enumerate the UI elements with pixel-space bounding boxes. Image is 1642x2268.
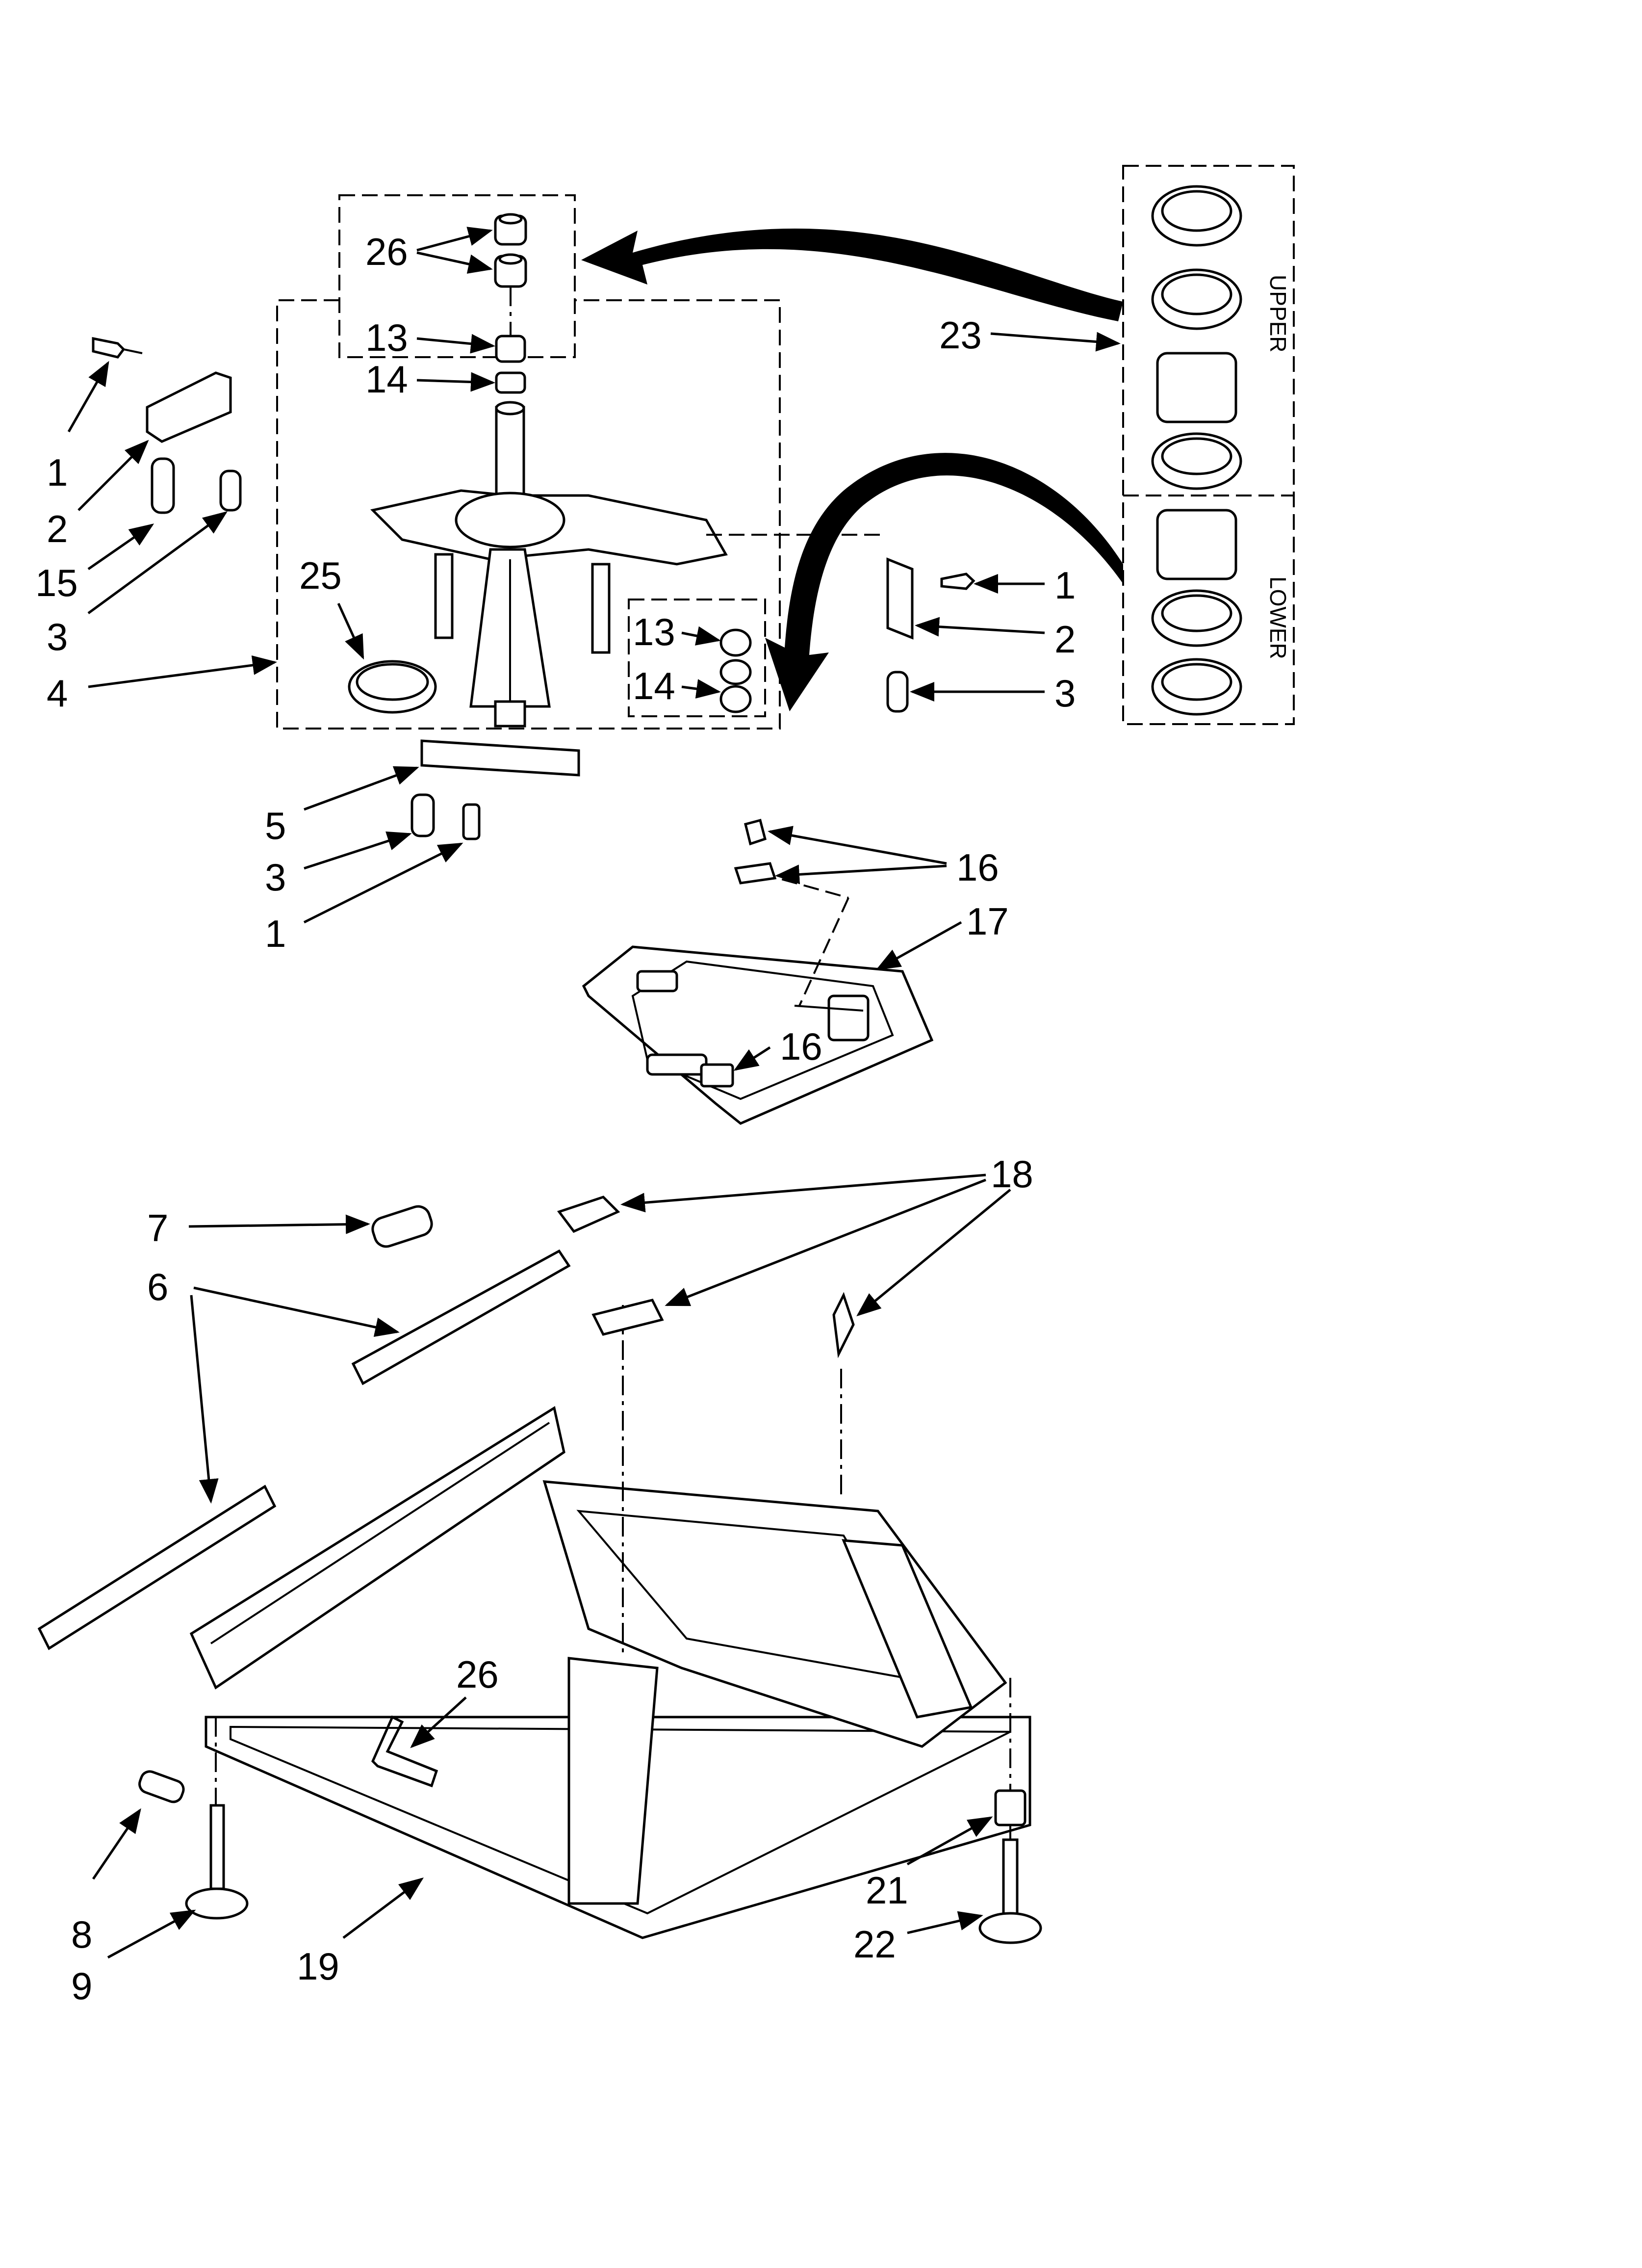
pin-8 [138, 1770, 185, 1803]
rail-6-lower [37, 1485, 277, 1650]
kit-lower-label: LOWER [1265, 576, 1291, 659]
callout-26: 26 [456, 1653, 499, 1696]
callout-23: 26 [365, 230, 408, 273]
clip-16-top [744, 818, 767, 846]
callout-18: 18 [991, 1152, 1033, 1196]
group-box-4 [276, 299, 781, 730]
screw-1-right [940, 573, 975, 590]
callout-3-left: 3 [47, 615, 68, 658]
callout-17: 17 [966, 900, 1009, 943]
foot-9 [185, 1804, 249, 1920]
callout-21: 21 [866, 1869, 908, 1912]
kit-arrow-lower [765, 453, 1123, 711]
center-shaft [495, 401, 525, 507]
clip-16-lower [700, 1063, 734, 1088]
callout-14-upper: 14 [365, 358, 408, 401]
callout-6: 6 [147, 1265, 168, 1308]
spring-3-right [886, 671, 909, 713]
pad-18-c [832, 1292, 855, 1358]
rail-6-upper [351, 1249, 571, 1385]
kit-arrow-upper [581, 228, 1123, 321]
spring-3-left [219, 469, 242, 512]
callout-1-left-top: 1 [47, 451, 68, 494]
callout-8: 8 [71, 1913, 92, 1956]
kit-lower-parts [1151, 509, 1242, 716]
group-box-13-14-lower [628, 599, 766, 717]
callout-3-right: 3 [1054, 672, 1076, 715]
group-box-23-14 [338, 194, 576, 358]
spring-15 [151, 457, 175, 514]
pad-18-a [557, 1196, 620, 1233]
callout-2-left: 2 [47, 507, 68, 550]
callout-5: 5 [265, 804, 286, 847]
callout-14-lower: 14 [633, 664, 675, 707]
pad-18-b [591, 1299, 664, 1336]
bearing-kit-24: UPPER LOWER [581, 165, 1295, 725]
callout-1-right: 1 [1054, 564, 1076, 607]
kit-box [1122, 165, 1295, 725]
callout-9: 9 [71, 1964, 92, 2007]
bushing-13-lower [719, 628, 752, 657]
bracket-2-right [886, 557, 914, 640]
callout-1-bottom: 1 [265, 912, 286, 955]
callout-22: 22 [853, 1923, 896, 1966]
seal-ring-25 [348, 660, 437, 714]
suspension-base-4 [370, 489, 883, 728]
washer-14-lower [719, 659, 752, 713]
spring-7 [371, 1205, 433, 1248]
clip-16-middle [734, 862, 777, 885]
callout-16-lower: 16 [780, 1025, 822, 1068]
callout-7: 7 [147, 1206, 168, 1250]
screw-1-left-top [92, 337, 143, 359]
callout-13-upper: 13 [365, 316, 408, 359]
screw-1-bottom [462, 803, 481, 840]
callout-24: 23 [939, 313, 982, 357]
base-frame-17 [582, 872, 934, 1125]
spring-3-bottom [410, 793, 435, 837]
foot-22 [978, 1838, 1042, 1944]
callout-25: 25 [299, 554, 342, 597]
kit-upper-parts [1151, 185, 1242, 490]
callout-labels: 26 13 14 23 1 2 15 3 4 25 13 14 1 2 3 5 … [35, 230, 1076, 2007]
callout-2-right: 2 [1054, 618, 1076, 661]
callout-13-lower: 13 [633, 610, 675, 653]
bushing-13-upper [495, 335, 526, 363]
bushing-23-top [494, 213, 527, 246]
washer-14-upper [495, 371, 526, 394]
bracket-5 [420, 739, 580, 777]
bracket-2-left [146, 371, 232, 443]
suspension-assembly [92, 194, 975, 840]
callout-3-bottom: 3 [265, 856, 286, 899]
callout-4: 4 [47, 672, 68, 715]
callout-19: 19 [297, 1945, 339, 1988]
callout-15: 15 [35, 561, 78, 604]
hook-26 [371, 1715, 438, 1788]
frame-19 [189, 1305, 1031, 1939]
kit-upper-label: UPPER [1265, 275, 1291, 352]
bushing-23-bottom [494, 253, 527, 288]
nut-21 [994, 1789, 1026, 1826]
leader-lines [67, 227, 1121, 1959]
callout-16-top: 16 [956, 846, 999, 889]
